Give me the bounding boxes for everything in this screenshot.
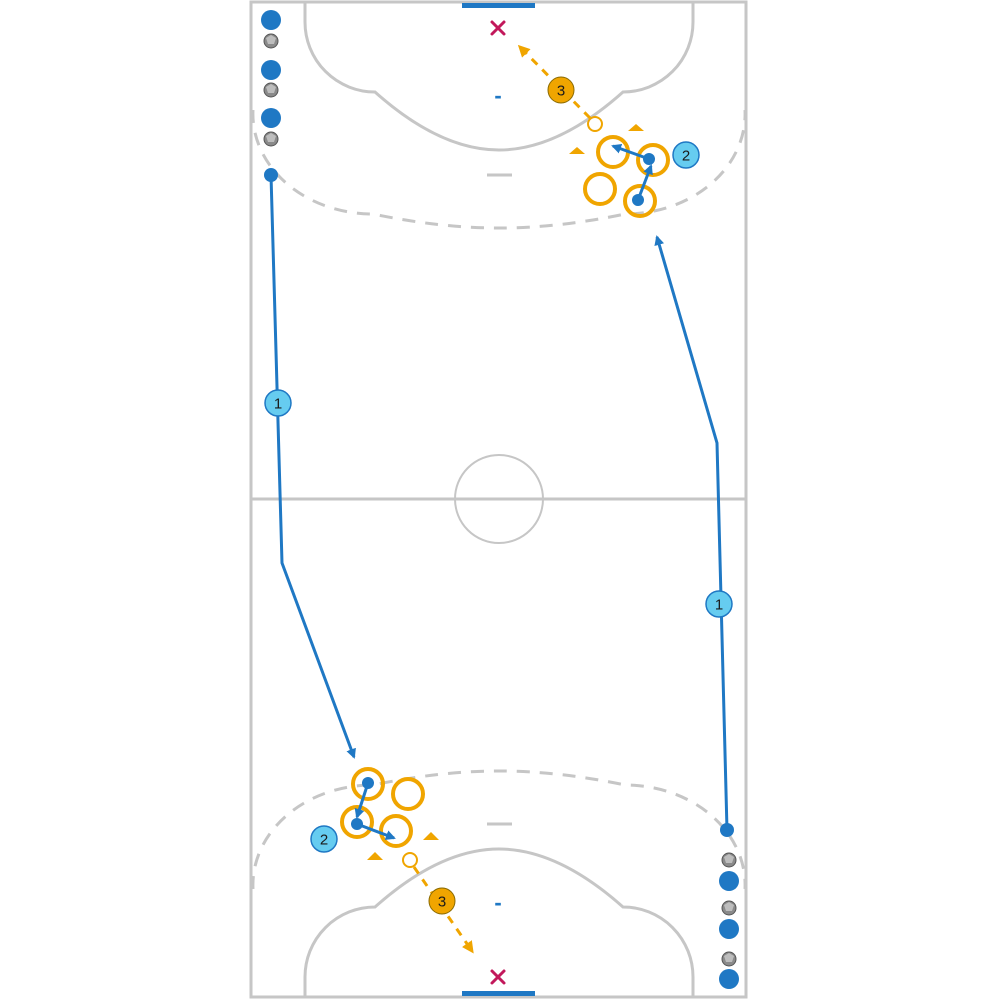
queue-bottom-right [719,852,739,989]
cone-icon [367,852,383,860]
defender [351,767,385,801]
free-throw-line-top [251,109,747,230]
goal-top [462,3,535,8]
handball-icon [721,900,737,916]
pass-badge-bottom: 2 [310,825,338,853]
svg-text:2: 2 [682,148,690,165]
pass-badge-top: 2 [672,141,700,169]
handball-icon [721,852,737,868]
defender [583,172,617,206]
player [261,108,281,128]
shot-origin [402,852,418,868]
cone-icon [423,832,439,840]
goal-mark-bottom: - [494,890,501,915]
attack-cluster-bottom: 2 3 [310,767,474,954]
handball-icon [263,82,279,98]
svg-text:3: 3 [438,894,446,911]
run-badge-left: 1 [264,389,292,417]
goal-mark-top: - [494,83,501,108]
handball-icon [721,951,737,967]
pass-arrow [611,144,650,161]
court [249,0,748,999]
run-path-right [654,235,729,831]
attack-cluster-top: 2 3 [517,44,700,218]
svg-text:2: 2 [320,832,328,849]
defender [379,814,413,848]
player [261,10,281,30]
cross-icon [490,20,506,36]
queue-top-left [261,10,281,147]
player [719,969,739,989]
svg-text:1: 1 [715,597,723,614]
run-badge-right: 1 [705,590,733,618]
defender [636,143,670,177]
run-path-left [269,174,356,759]
defender [340,805,374,839]
goal-area-top [303,2,695,152]
handball-icon [263,131,279,147]
goal-area-bottom [303,847,695,997]
shot-badge-bottom: 3 [428,887,456,915]
pass-arrow [356,822,396,840]
center-circle [454,454,544,544]
svg-text:1: 1 [274,396,282,413]
cross-icon [490,969,506,985]
defender [391,777,425,811]
pass-arrow [354,782,370,819]
free-throw-line-bottom [251,769,747,890]
defender [596,135,630,169]
player [719,871,739,891]
svg-text:3: 3 [557,83,565,100]
goal-bottom [462,991,535,996]
handball-icon [263,33,279,49]
defender [623,184,657,218]
shot-origin [587,116,603,132]
pass-arrow [636,164,653,201]
player [719,919,739,939]
cone-icon [628,124,644,131]
player [261,60,281,80]
cone-icon [569,147,585,154]
shot-badge-top: 3 [547,76,575,104]
